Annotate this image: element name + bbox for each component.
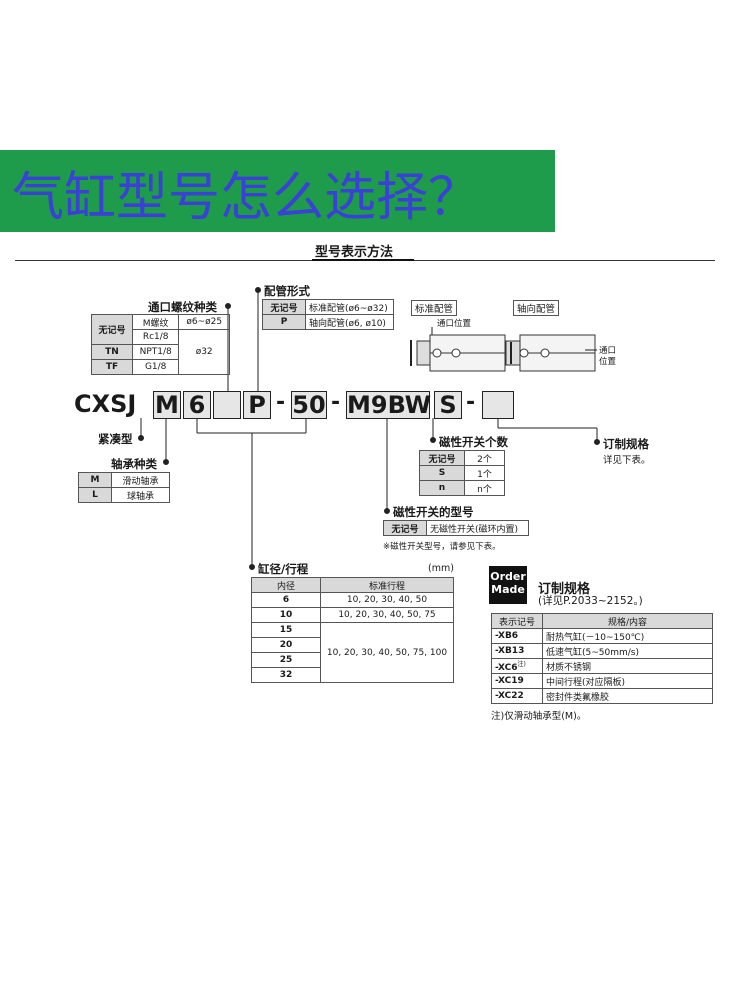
switch-qty-key: n xyxy=(419,480,465,496)
bore-cell: 32 xyxy=(251,667,321,683)
bore-stroke-unit: (mm) xyxy=(428,563,454,574)
order-made-code: -XB13 xyxy=(491,643,543,659)
switch-type-title: 磁性开关的型号 xyxy=(393,505,474,519)
stroke-cell: 10, 20, 30, 40, 50 xyxy=(320,592,454,608)
switch-qty-desc: n个 xyxy=(464,480,505,496)
order-made-code: -XC6 xyxy=(495,663,518,673)
bore-cell: 25 xyxy=(251,652,321,668)
section-title: 型号表示方法 xyxy=(315,245,394,260)
switch-type-key: 无记号 xyxy=(383,520,427,536)
order-made-header: 规格/内容 xyxy=(542,613,713,629)
option-code-box xyxy=(482,391,514,419)
order-made-logo-line: Order xyxy=(490,570,526,583)
piping-table: 无记号 标准配管(ø6~ø32) P 轴向配管(ø6, ø10) xyxy=(262,299,394,330)
piping-desc: 标准配管(ø6~ø32) xyxy=(305,299,394,315)
order-made-desc: 低速气缸(5~50mm/s) xyxy=(542,643,713,659)
order-made-header: 表示记号 xyxy=(491,613,543,629)
cylinder-axial-drawing xyxy=(505,334,597,372)
port-thread-code-box xyxy=(213,391,241,419)
bearing-key: L xyxy=(78,487,112,503)
standard-piping-label: 标准配管 xyxy=(411,300,458,316)
port-thread-cell: Rc1/8 xyxy=(131,329,180,345)
bore-code-box: 6 xyxy=(183,391,211,419)
compact-label: 紧凑型 xyxy=(98,432,133,446)
banner-title: 气缸型号怎么选择？ xyxy=(12,168,481,228)
model-prefix: CXSJ xyxy=(74,390,137,418)
order-made-logo-line: Made xyxy=(491,583,525,596)
bore-stroke-header: 标准行程 xyxy=(320,577,454,593)
bore-stroke-table: 内径 标准行程 6 10, 20, 30, 40, 50 10 10, 20, … xyxy=(251,577,454,683)
bearing-key: M xyxy=(78,472,112,488)
bearing-code-box: M xyxy=(153,391,181,419)
title-banner xyxy=(0,150,555,232)
order-made-code-cell: -XC6注) xyxy=(491,658,543,674)
port-thread-key: 无记号 xyxy=(91,314,133,345)
position-label: 位置 xyxy=(599,357,617,367)
order-made-code: -XC19 xyxy=(491,673,543,689)
cylinder-standard-drawing xyxy=(410,327,506,372)
axial-piping-label: 轴向配管 xyxy=(513,300,560,316)
custom-spec-title: 订制规格 xyxy=(603,437,649,451)
switch-qty-key: S xyxy=(419,465,465,481)
piping-key: P xyxy=(262,314,306,330)
order-made-logo: Order Made xyxy=(489,566,527,604)
custom-spec-note: 详见下表。 xyxy=(603,455,651,466)
order-made-title: 订制规格 xyxy=(538,582,591,597)
bore-stroke-header: 内径 xyxy=(251,577,321,593)
order-made-footnote: 注)仅滑动轴承型(M)。 xyxy=(491,711,587,722)
stroke-cell: 10, 20, 30, 40, 50, 75 xyxy=(320,607,454,623)
switch-qty-code-box: S xyxy=(434,391,462,419)
port-thread-cell: ø32 xyxy=(178,329,230,375)
order-made-code: -XB6 xyxy=(491,628,543,644)
order-made-code: -XC22 xyxy=(491,688,543,704)
piping-title: 配管形式 xyxy=(264,284,310,298)
piping-desc: 轴向配管(ø6, ø10) xyxy=(305,314,394,330)
bore-cell: 10 xyxy=(251,607,321,623)
switch-qty-key: 无记号 xyxy=(419,450,465,466)
stroke-code-box: 50 xyxy=(291,391,327,419)
switch-type-note: ※磁性开关型号，请参见下表。 xyxy=(383,542,501,552)
bearing-desc: 球轴承 xyxy=(111,487,170,503)
order-made-subtitle: (详见P.2033~2152。) xyxy=(538,595,643,607)
port-thread-cell: ø6~ø25 xyxy=(178,314,230,330)
port-position-label: 通口位置 xyxy=(437,319,472,329)
bearing-title: 轴承种类 xyxy=(111,457,157,471)
section-title-underline xyxy=(312,259,414,261)
bore-stroke-title: 缸径/行程 xyxy=(258,562,309,576)
switch-type-table: 无记号 无磁性开关(磁环内置) xyxy=(383,520,529,536)
port-thread-title: 通口螺纹种类 xyxy=(148,300,217,314)
port-thread-table: 无记号 M螺纹 ø6~ø25 Rc1/8 ø32 TN NPT1/8 TF G1… xyxy=(91,314,230,375)
order-made-desc: 密封件类氟橡胶 xyxy=(542,688,713,704)
switch-type-desc: 无磁性开关(磁环内置) xyxy=(426,520,529,536)
port-thread-cell: M螺纹 xyxy=(131,314,180,330)
code-dash: - xyxy=(276,390,286,415)
switch-code-box: M9BW xyxy=(346,391,432,419)
piping-code-box: P xyxy=(243,391,271,419)
order-made-table: 表示记号 规格/内容 -XB6 耐热气缸(－10~150℃) -XB13 低速气… xyxy=(491,613,713,704)
port-thread-cell: NPT1/8 xyxy=(131,344,180,360)
bearing-desc: 滑动轴承 xyxy=(111,472,170,488)
switch-qty-table: 无记号 2个 S 1个 n n个 xyxy=(419,450,505,496)
port-thread-key: TN xyxy=(91,344,133,360)
order-made-desc: 材质不锈钢 xyxy=(542,658,713,674)
bore-cell: 15 xyxy=(251,622,321,638)
switch-qty-desc: 1个 xyxy=(464,465,505,481)
port-thread-cell: G1/8 xyxy=(131,359,180,375)
stroke-cell: 10, 20, 30, 40, 50, 75, 100 xyxy=(320,622,454,683)
code-dash: - xyxy=(466,390,476,415)
code-dash: - xyxy=(331,390,341,415)
switch-qty-title: 磁性开关个数 xyxy=(439,435,508,449)
bearing-table: M 滑动轴承 L 球轴承 xyxy=(78,472,170,503)
bore-cell: 20 xyxy=(251,637,321,653)
order-made-note-mark: 注) xyxy=(517,661,526,668)
switch-qty-desc: 2个 xyxy=(464,450,505,466)
piping-key: 无记号 xyxy=(262,299,306,315)
port-thread-key: TF xyxy=(91,359,133,375)
order-made-desc: 中间行程(对应隔板) xyxy=(542,673,713,689)
port-label: 通口 xyxy=(599,346,617,356)
order-made-desc: 耐热气缸(－10~150℃) xyxy=(542,628,713,644)
bore-cell: 6 xyxy=(251,592,321,608)
